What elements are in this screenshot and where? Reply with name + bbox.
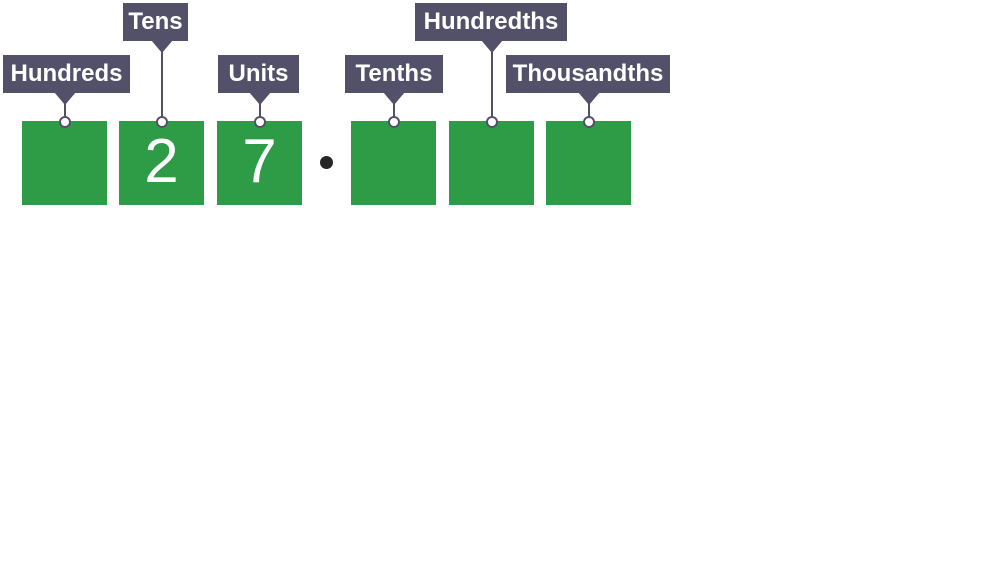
connector-line xyxy=(392,93,395,122)
connector-hundreds xyxy=(51,92,79,128)
connector-dot xyxy=(582,115,595,128)
box-tenths xyxy=(351,121,436,205)
connector-hundredths xyxy=(478,40,506,128)
callout-pointer-icon xyxy=(248,92,271,105)
box-hundreds xyxy=(22,121,107,205)
box-thousandths xyxy=(546,121,631,205)
callout-pointer-icon xyxy=(480,40,503,53)
connector-line xyxy=(160,41,163,122)
connector-line xyxy=(490,41,493,122)
label-tenths: Tenths xyxy=(345,55,443,93)
connector-dot xyxy=(155,115,168,128)
connector-dot xyxy=(485,115,498,128)
label-units: Units xyxy=(218,55,299,93)
label-hundreds: Hundreds xyxy=(3,55,130,93)
label-tens: Tens xyxy=(123,3,188,41)
connector-units xyxy=(246,92,274,128)
callout-pointer-icon xyxy=(577,92,600,105)
connector-line xyxy=(587,93,590,122)
connector-dot xyxy=(253,115,266,128)
decimal-point xyxy=(320,156,333,169)
label-thousandths: Thousandths xyxy=(506,55,670,93)
callout-pointer-icon xyxy=(382,92,405,105)
connector-line xyxy=(258,93,261,122)
box-hundredths xyxy=(449,121,534,205)
callout-pointer-icon xyxy=(150,40,173,53)
connector-line xyxy=(63,93,66,122)
callout-pointer-icon xyxy=(53,92,76,105)
connector-tenths xyxy=(380,92,408,128)
box-tens: 2 xyxy=(119,121,204,205)
label-hundredths: Hundredths xyxy=(415,3,567,41)
connector-dot xyxy=(58,115,71,128)
digit-units: 7 xyxy=(242,127,277,196)
connector-tens xyxy=(148,40,176,128)
box-units: 7 xyxy=(217,121,302,205)
digit-tens: 2 xyxy=(144,127,179,196)
connector-dot xyxy=(387,115,400,128)
connector-thousandths xyxy=(575,92,603,128)
